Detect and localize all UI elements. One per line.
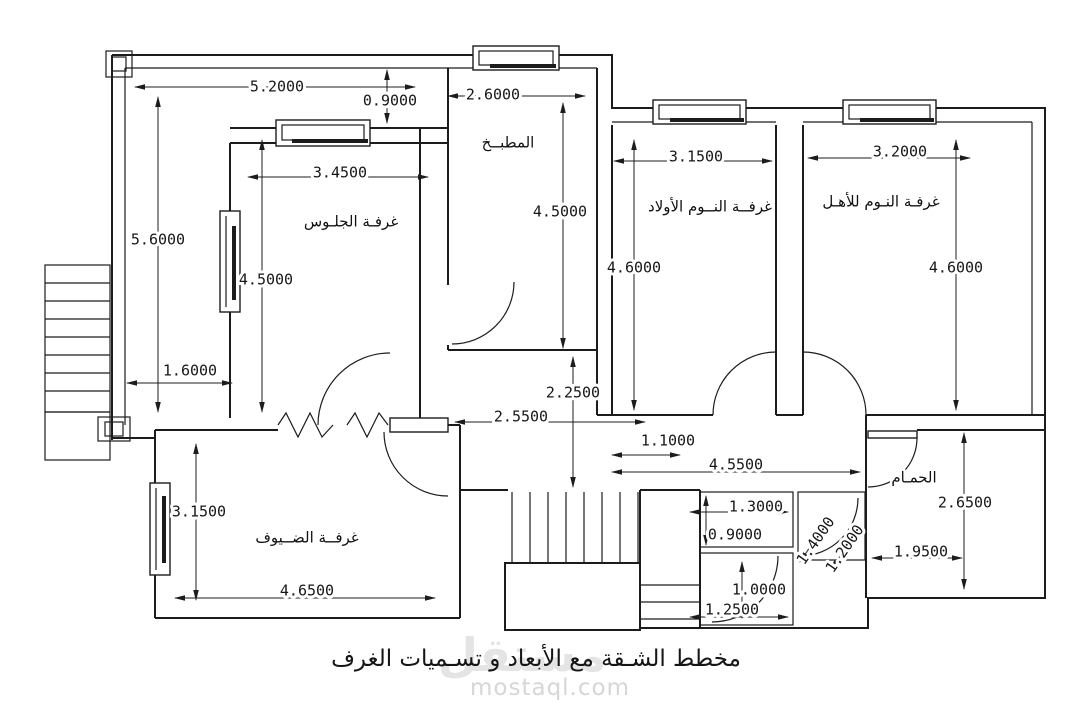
- door-arcs: [317, 281, 918, 623]
- dimension-label: 2.5500: [494, 408, 548, 426]
- dimension-label: 0.9000: [363, 92, 417, 110]
- kitchen-door-arc: [451, 281, 515, 345]
- dimension-label: 2.6500: [938, 494, 992, 512]
- dimension-label: 3.1500: [669, 148, 723, 166]
- watermark-logo: مستقل: [438, 628, 607, 682]
- dimension-lines: [126, 69, 971, 620]
- kitchen-window: [472, 45, 560, 71]
- dimension-label: 4.6500: [280, 582, 334, 600]
- room-label-kitchen: المطبــخ: [482, 134, 535, 152]
- parents-bedroom-window: [842, 99, 937, 125]
- dimension-label: 2.6000: [466, 86, 520, 104]
- room-label-living-room: غرفـة الجلـوس: [304, 213, 398, 231]
- exterior-walls: [111, 54, 1046, 629]
- hall-door-arc: [317, 352, 391, 426]
- dimension-label: 1.0000: [732, 581, 786, 599]
- dimension-label: 3.2000: [873, 143, 927, 161]
- living-room-side-window: [219, 210, 241, 313]
- dimension-label: 5.2000: [250, 78, 304, 96]
- room-label-guest-room: غرفــة الضــيوف: [255, 529, 358, 547]
- room-label-parents-bedroom: غرفـة النـوم للأهـل: [822, 192, 939, 211]
- kids-bedroom-door-arc: [712, 351, 777, 416]
- guest-room-side-window: [149, 482, 171, 576]
- columns: [97, 50, 133, 442]
- column-marker: [97, 416, 131, 442]
- room-label-kids-bedroom: غرفــة النــوم الأولاد: [648, 197, 772, 216]
- column-marker: [105, 50, 133, 78]
- dimension-label: 4.5000: [239, 271, 293, 289]
- dimension-label: 4.6000: [929, 259, 983, 277]
- outdoor-staircase: [44, 264, 111, 461]
- bathroom-door-arc: [867, 437, 918, 488]
- dimension-label: 2.2500: [546, 384, 600, 402]
- dimension-label: 1.1000: [641, 432, 695, 450]
- dimension-label: 5.6000: [131, 231, 185, 249]
- dimension-label: 4.5500: [709, 456, 763, 474]
- kids-bedroom-window: [652, 99, 747, 125]
- entrance-staircase: [504, 492, 700, 631]
- dimension-label: 0.9000: [708, 526, 762, 544]
- wc-door-arc: [711, 555, 779, 623]
- dimension-label: 3.4500: [313, 164, 367, 182]
- living-room-top-window: [275, 119, 371, 147]
- plan-title: مخطط الشـقة مع الأبعاد و تسـميات الغرف: [331, 646, 741, 672]
- labels-layer: 5.2000 0.9000 2.6000 4.5000 3.4500 5.6000 4.50…: [128, 75, 995, 622]
- guest-room-door-arc: [383, 431, 449, 497]
- watermark-site-text: mostaql.com: [470, 675, 630, 701]
- windows: [149, 45, 937, 576]
- dimension-label: 3.1500: [172, 503, 226, 521]
- dimension-label: 4.6000: [607, 259, 661, 277]
- dimension-label: 1.2500: [705, 601, 759, 619]
- dimension-label: 4.5000: [533, 203, 587, 221]
- dimension-label: 1.9500: [894, 543, 948, 561]
- dimension-label: 1.6000: [163, 362, 217, 380]
- parents-bedroom-door-arc: [802, 351, 867, 416]
- room-label-bathroom: الحمـام: [891, 469, 936, 487]
- dimension-label: 1.3000: [729, 498, 783, 516]
